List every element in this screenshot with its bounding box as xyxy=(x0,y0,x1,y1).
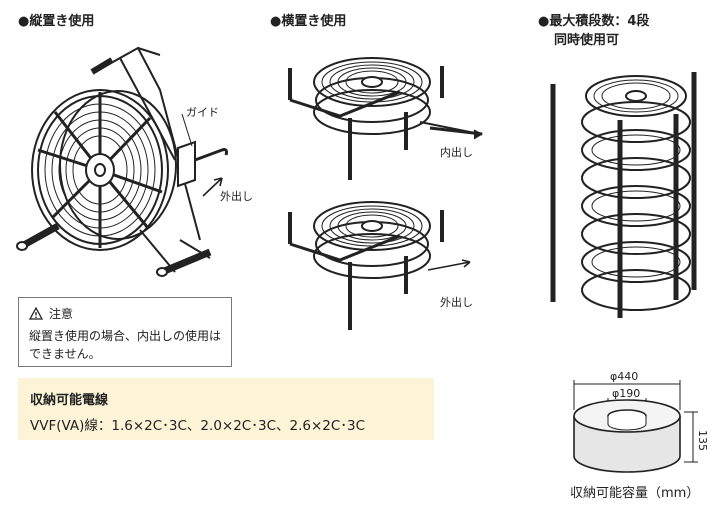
horizontal-outlet-label: 外出し xyxy=(440,296,473,309)
cable-spec-panel: 収納可能電線 VVF(VA)線：1.6×2C･3C、2.0×2C･3C、2.6×… xyxy=(18,378,434,440)
caution-header: 注意 xyxy=(29,305,73,322)
inner-outlet-label: 内出し xyxy=(440,146,473,159)
outer-diameter-label: φ440 xyxy=(610,370,639,383)
horizontal-use-heading: ●横置き使用 xyxy=(270,14,347,29)
caution-box: 注意 縦置き使用の場合、内出しの使用はできません。 xyxy=(18,297,232,367)
inner-diameter-label: φ190 xyxy=(612,387,641,400)
vertical-use-heading: ●縦置き使用 xyxy=(18,14,95,29)
vertical-outlet-label: 外出し xyxy=(220,190,253,203)
caution-title: 注意 xyxy=(49,307,74,321)
height-label: 135 xyxy=(696,430,709,451)
cable-spec-body: VVF(VA)線：1.6×2C･3C、2.0×2C･3C、2.6×2C･3C xyxy=(30,418,366,434)
capacity-caption: 収納可能容量（mm） xyxy=(570,486,700,501)
stacking-heading-line2: 同時使用可 xyxy=(554,33,620,48)
warning-icon xyxy=(29,307,43,320)
stacking-heading-line1: ●最大積段数：4段 xyxy=(538,14,650,29)
cable-spec-title: 収納可能電線 xyxy=(30,393,109,408)
caution-text: 縦置き使用の場合、内出しの使用はできません。 xyxy=(29,329,222,361)
guide-label: ガイド xyxy=(186,106,219,119)
